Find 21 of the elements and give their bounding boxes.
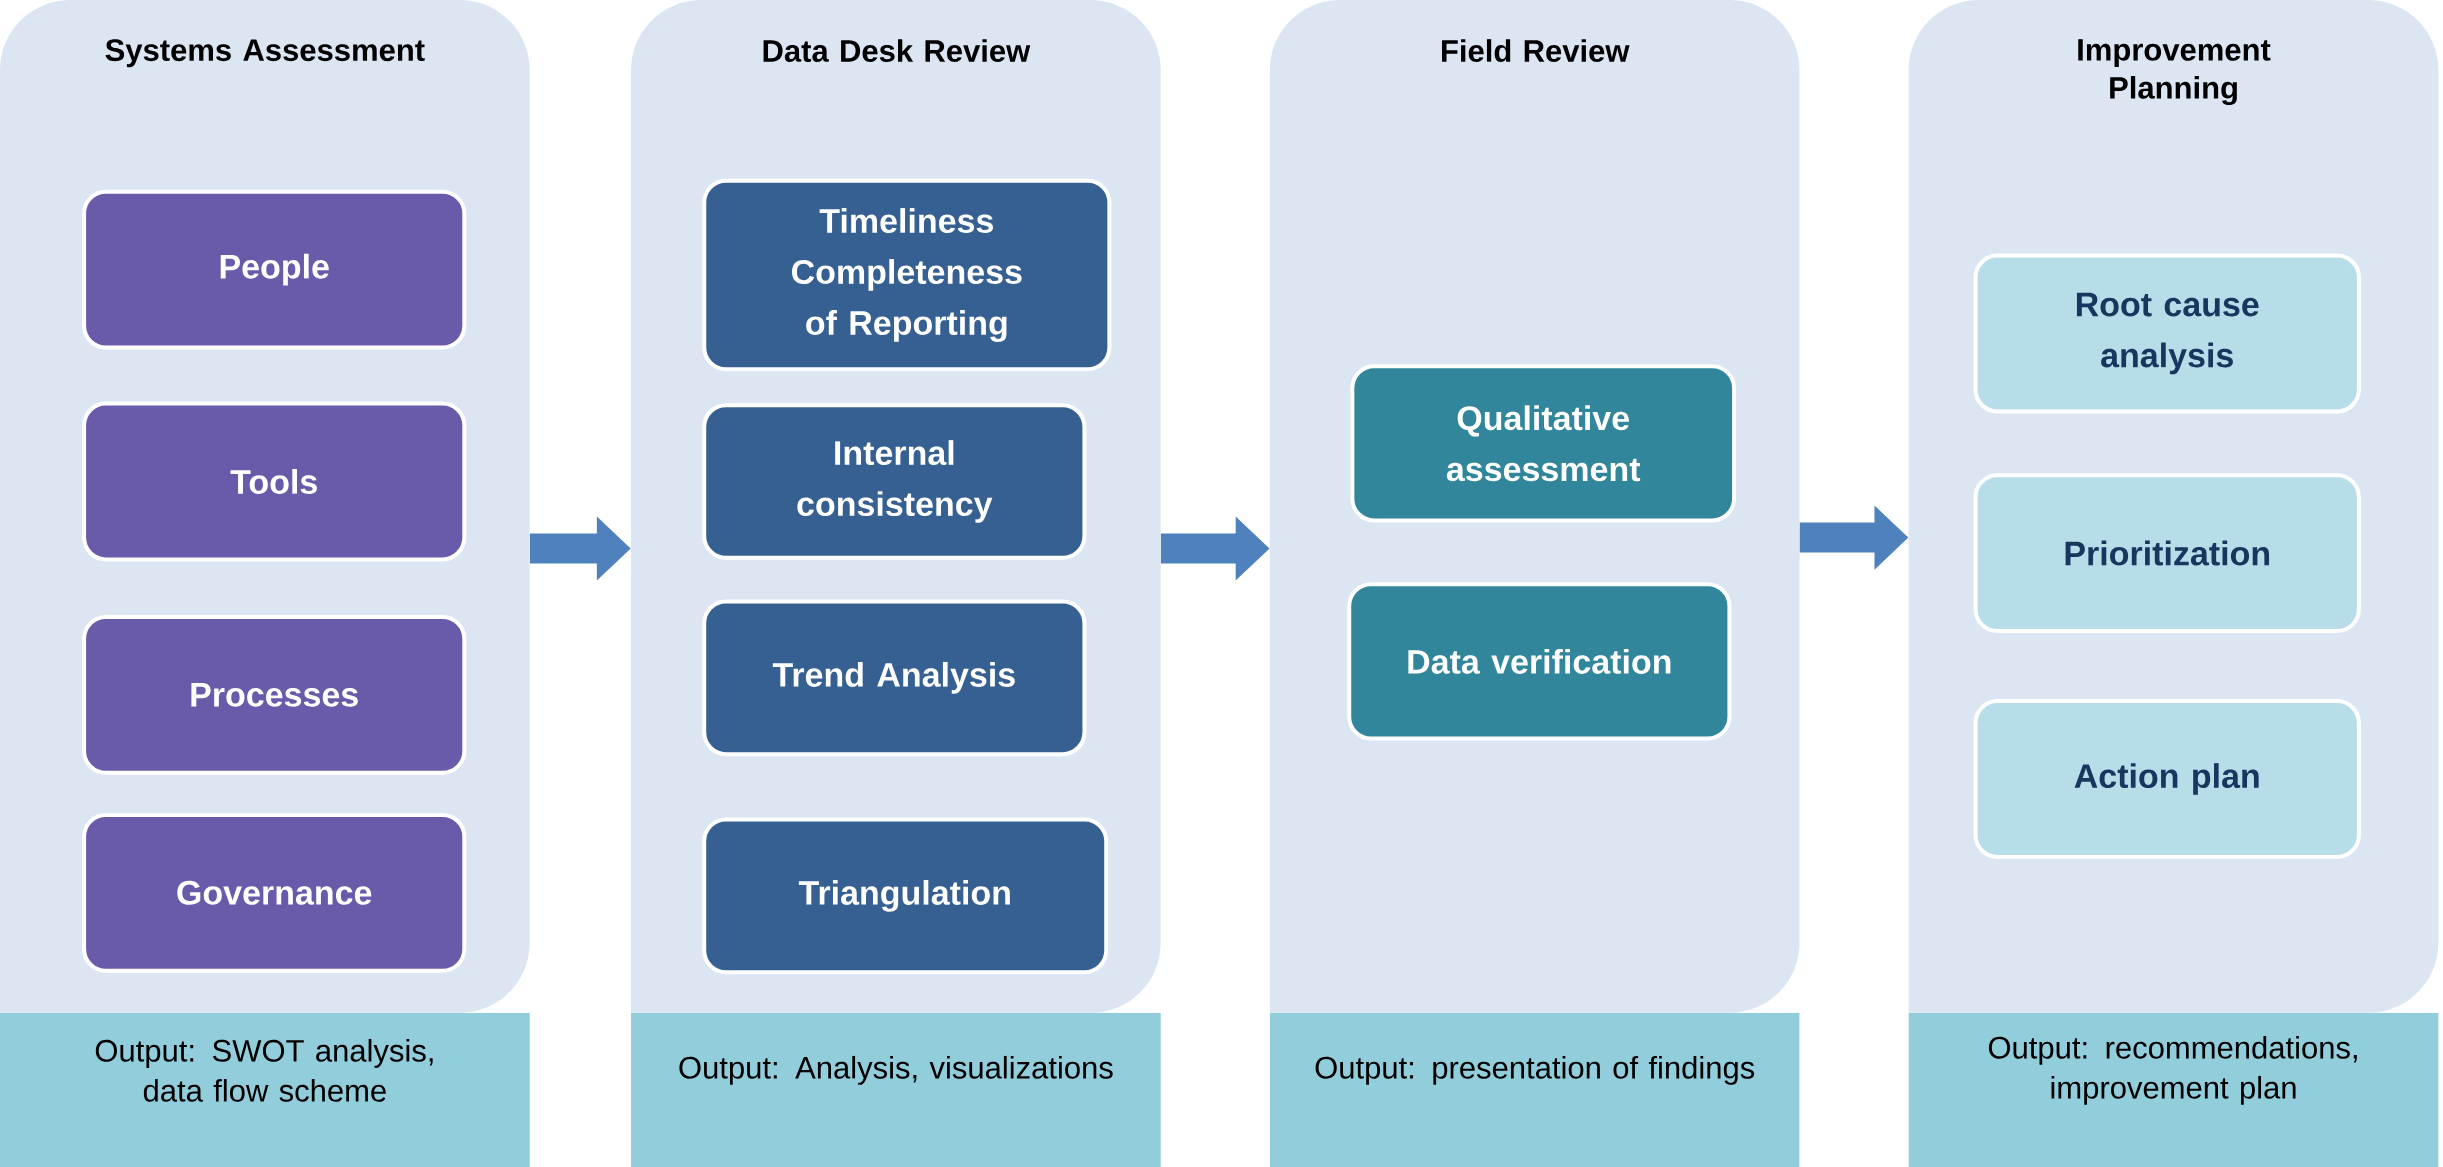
process-box: Root cause analysis	[1973, 253, 2361, 414]
column-title: Improvement Planning	[2078, 39, 2271, 106]
output-text: Output: Analysis, visualizations	[679, 1055, 1113, 1085]
process-box: Prioritization	[1973, 473, 2361, 633]
column-title: Systems Assessment	[105, 39, 425, 68]
process-box: Qualitative assessment	[1350, 364, 1737, 523]
process-box: People	[82, 189, 467, 350]
output-text: Output: recommendations, improvement plan	[1988, 1035, 2357, 1105]
process-box: Tools	[82, 401, 467, 562]
process-box: Triangulation	[702, 817, 1109, 975]
process-box: Processes	[82, 615, 467, 775]
output-text: Output: presentation of findings	[1315, 1055, 1755, 1085]
output-text: Output: SWOT analysis, data flow scheme	[95, 1039, 433, 1102]
process-box: Governance	[82, 812, 467, 973]
column-title: Data Desk Review	[763, 39, 1031, 62]
process-box: Action plan	[1973, 699, 2361, 859]
process-box: Timeliness Completeness of Reporting	[702, 178, 1112, 372]
process-box: Trend Analysis	[702, 599, 1087, 757]
column-title: Field Review	[1442, 39, 1630, 62]
process-box: Data verification	[1347, 582, 1732, 741]
process-box: Internal consistency	[702, 403, 1087, 560]
